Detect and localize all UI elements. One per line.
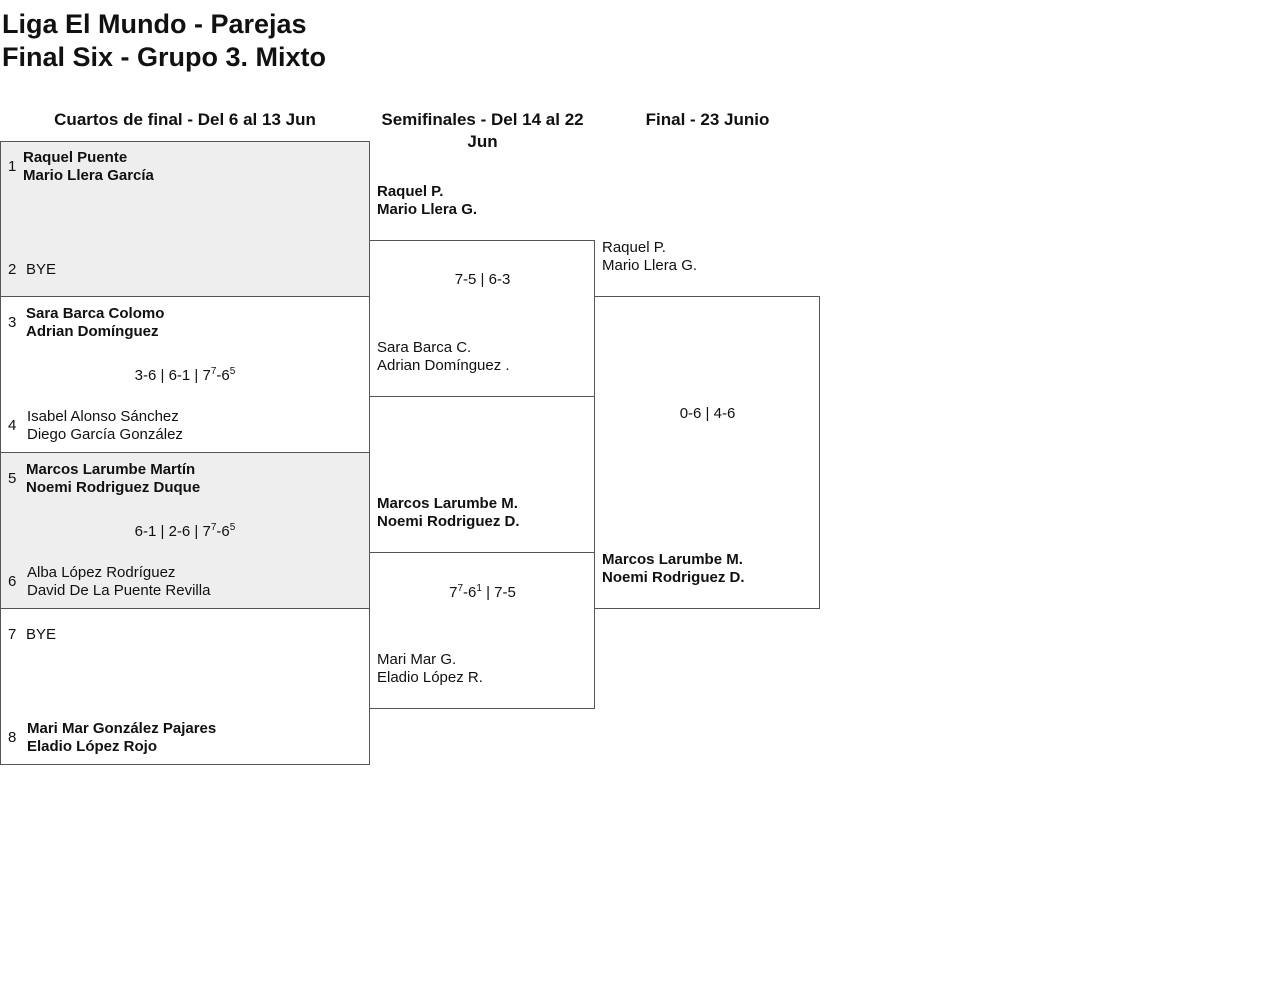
player-name: Raquel P.	[602, 239, 666, 256]
seed-number: 2	[8, 261, 17, 278]
match-score: 77-61 | 7-5	[449, 583, 516, 602]
player-name: Sara Barca C.	[377, 339, 472, 356]
quarter-match-3	[0, 452, 370, 609]
player-name: Adrian Domínguez	[26, 323, 159, 340]
player-name: Marcos Larumbe M.	[377, 495, 518, 512]
player-name: David De La Puente Revilla	[27, 582, 211, 599]
quarter-match-1	[0, 141, 370, 297]
seed-number: 1	[8, 158, 17, 175]
team-6: Alba López Rodríguez David De La Puente …	[27, 564, 210, 600]
final-match	[594, 296, 820, 609]
player-name: Eladio López R.	[377, 669, 483, 686]
team-4: Isabel Alonso Sánchez Diego García Gonzá…	[27, 408, 183, 444]
team-3: Sara Barca Colomo Adrian Domínguez	[26, 305, 164, 341]
player-name: Mario Llera G.	[602, 257, 698, 274]
seed-number: 4	[8, 417, 17, 434]
match-score: 6-1 | 2-6 | 77-65	[134, 522, 236, 541]
semi-team-1: Raquel P. Mario Llera G.	[377, 183, 477, 219]
player-name: Raquel Puente	[23, 149, 128, 166]
seed-number: 6	[8, 573, 17, 590]
seed-number: 7	[8, 626, 17, 643]
player-name: Mari Mar G.	[377, 651, 457, 668]
final-team-1: Raquel P. Mario Llera G.	[602, 239, 697, 275]
column-header-semis: Semifinales - Del 14 al 22 Jun	[381, 110, 584, 151]
player-name: Noemi Rodriguez D.	[377, 513, 520, 530]
player-name: Raquel P.	[377, 183, 444, 200]
match-score: 7-5 | 6-3	[454, 271, 511, 288]
semi-team-3: Marcos Larumbe M. Noemi Rodriguez D.	[377, 495, 520, 531]
player-name: Noemi Rodriguez D.	[602, 569, 745, 586]
team-1: Raquel Puente Mario Llera García	[23, 149, 154, 185]
page-title: Liga El Mundo - Parejas	[2, 9, 307, 39]
player-name: Adrian Domínguez .	[377, 357, 510, 374]
player-name: Eladio López Rojo	[27, 738, 157, 755]
page-subtitle: Final Six - Grupo 3. Mixto	[2, 42, 327, 72]
player-name: Marcos Larumbe M.	[602, 551, 743, 568]
match-score: 3-6 | 6-1 | 77-65	[134, 366, 236, 385]
player-name: Mari Mar González Pajares	[27, 720, 217, 737]
player-name: Sara Barca Colomo	[26, 305, 165, 322]
seed-number: 5	[8, 470, 17, 487]
team-8: Mari Mar González Pajares Eladio López R…	[27, 720, 216, 756]
player-name: Mario Llera García	[23, 167, 154, 184]
final-team-2: Marcos Larumbe M. Noemi Rodriguez D.	[602, 551, 745, 587]
match-score: 0-6 | 4-6	[679, 405, 736, 422]
column-header-final: Final - 23 Junio	[645, 110, 770, 129]
semi-match-2	[369, 552, 595, 709]
bye-label: BYE	[26, 261, 57, 278]
seed-number: 8	[8, 729, 17, 746]
column-header-quarters: Cuartos de final - Del 6 al 13 Jun	[54, 110, 316, 129]
player-name: Diego García González	[27, 426, 183, 443]
player-name: Mario Llera G.	[377, 201, 478, 218]
player-name: Marcos Larumbe Martín	[26, 461, 196, 478]
player-name: Alba López Rodríguez	[27, 564, 176, 581]
team-5: Marcos Larumbe Martín Noemi Rodriguez Du…	[26, 461, 200, 497]
semi-team-2: Sara Barca C. Adrian Domínguez .	[377, 339, 510, 375]
bye-label: BYE	[26, 626, 57, 643]
player-name: Noemi Rodriguez Duque	[26, 479, 201, 496]
player-name: Isabel Alonso Sánchez	[27, 408, 179, 425]
semi-team-4: Mari Mar G. Eladio López R.	[377, 651, 483, 687]
seed-number: 3	[8, 314, 17, 331]
